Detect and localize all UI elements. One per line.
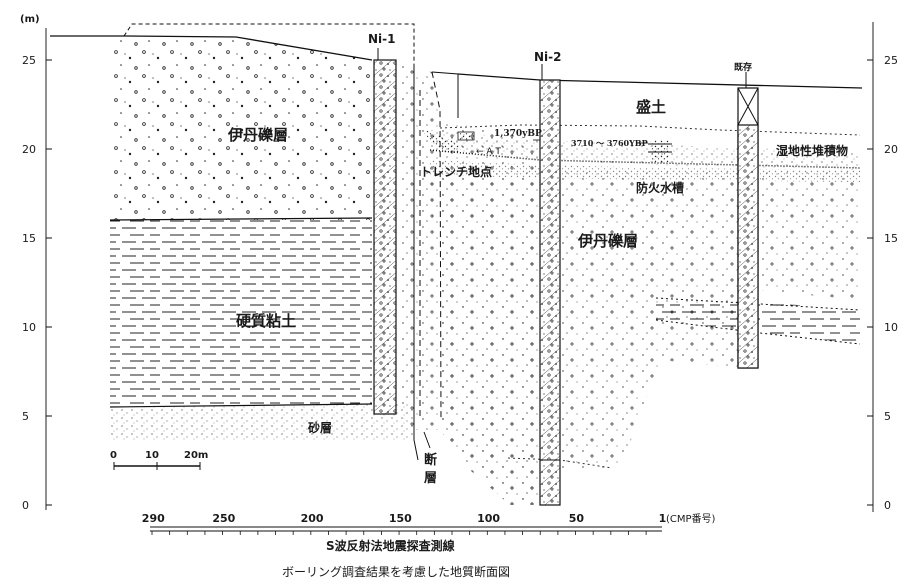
cmp-tick-label: 150: [389, 512, 412, 525]
label-fill: 盛土: [636, 98, 666, 116]
label-wetland: 湿地性堆積物: [776, 143, 848, 158]
left-axis-tick-label: 25: [22, 54, 36, 67]
label-sand: 砂層: [307, 420, 332, 435]
cmp-line-label: S波反射法地震探査測線: [326, 538, 455, 553]
cmp-tick-label: 250: [212, 512, 235, 525]
label-trench: トレンチ地点: [420, 164, 492, 179]
left-axis: (m) 25 20 15 10 5 0: [20, 14, 52, 512]
layer-hard-clay: [110, 218, 372, 407]
cmp-tick-label: 1: [659, 512, 667, 525]
borehole-ni2-label: Ni-2: [534, 50, 562, 64]
cmp-tick-label: 100: [477, 512, 500, 525]
label-hard-clay: 硬質粘土: [236, 312, 296, 330]
left-axis-tick-label: 20: [22, 143, 36, 156]
layer-itami-upper: [110, 37, 372, 220]
scale-label-20m: 20m: [184, 450, 208, 461]
scale-bar: 0 10 20m: [110, 450, 208, 470]
annotation-at: ← A T: [476, 147, 501, 157]
borehole-ni2: Ni-2: [534, 50, 562, 506]
ground-surface-right: [457, 73, 863, 89]
borehole-ni1: Ni-1: [368, 32, 397, 415]
label-fault-line-1: 断: [424, 452, 437, 468]
axis-unit: (m): [20, 14, 40, 25]
layer-at-ash: [420, 128, 462, 152]
cmp-unit-label: (CMP番号): [666, 513, 716, 525]
layer-itami-lower: [430, 170, 860, 505]
left-axis-tick-label: 5: [22, 410, 29, 423]
cmp-tick-label: 290: [142, 512, 165, 525]
fire-tank-symbol: [648, 140, 672, 162]
trench-marker: [457, 131, 475, 141]
label-fault-line-2: 層: [424, 471, 437, 486]
fill-base-dotted: [439, 124, 861, 136]
label-fault: 断 層: [423, 431, 437, 486]
figure-caption: ボーリング調査結果を考慮した地質断面図: [282, 564, 510, 579]
borehole-existing: 既存: [734, 61, 759, 369]
annotation-date-1370: 1,370yBP: [494, 129, 542, 139]
label-itami-upper: 伊丹礫層: [227, 126, 288, 144]
scale-label-0: 0: [110, 450, 117, 461]
label-fire-tank: 防火水槽: [636, 180, 684, 195]
right-axis-tick-label: 15: [884, 232, 898, 245]
left-axis-tick-label: 15: [22, 232, 36, 245]
label-itami-lower: 伊丹礫層: [577, 232, 638, 250]
cmp-scale: 290 250 200 150 100 50 1 (CMP番号) S波反射法地震探査測線: [142, 512, 716, 553]
right-axis-tick-label: 0: [884, 499, 891, 512]
annotation-date-3710: 3710 ～ 3760YBP: [571, 138, 648, 148]
borehole-existing-label: 既存: [734, 61, 752, 73]
left-axis-tick-label: 10: [22, 321, 36, 334]
ground-surface-left: [50, 35, 373, 61]
left-axis-tick-label: 0: [22, 499, 29, 512]
cmp-tick-label: 200: [301, 512, 324, 525]
layer-sand: [110, 404, 414, 440]
cmp-tick-label: 50: [569, 512, 585, 525]
right-axis-tick-label: 10: [884, 321, 898, 334]
former-surface-dashed: [123, 23, 415, 64]
right-axis-tick-label: 25: [884, 54, 898, 67]
right-axis: 25 20 15 10 5 0: [867, 22, 898, 512]
scale-label-10: 10: [145, 450, 159, 461]
right-axis-tick-label: 5: [884, 410, 891, 423]
right-axis-tick-label: 20: [884, 143, 898, 156]
borehole-ni1-label: Ni-1: [368, 32, 396, 46]
